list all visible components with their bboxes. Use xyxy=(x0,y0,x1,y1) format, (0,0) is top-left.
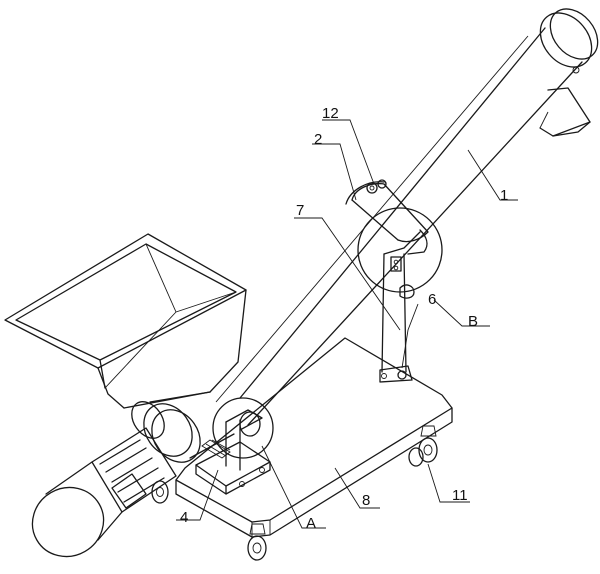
caster-wheels xyxy=(151,425,438,561)
discharge-outlet xyxy=(539,87,591,137)
callout-b: B xyxy=(468,313,479,330)
callout-4: 4 xyxy=(180,509,189,526)
top-flange xyxy=(539,8,599,74)
callout-6: 6 xyxy=(428,291,437,308)
conveyor-tube xyxy=(215,27,583,426)
leader-lines xyxy=(176,119,518,529)
callout-a: A xyxy=(306,515,317,532)
drive-motor xyxy=(31,427,177,558)
screw-housing xyxy=(131,391,235,463)
callout-7: 7 xyxy=(296,202,305,219)
detail-circle-b xyxy=(357,207,443,293)
callout-12: 12 xyxy=(322,105,339,122)
callout-1: 1 xyxy=(500,187,509,204)
feed-hopper xyxy=(4,233,247,409)
callout-2: 2 xyxy=(314,131,323,148)
cart-base xyxy=(175,337,453,538)
bearing-support xyxy=(195,397,274,495)
callout-11: 11 xyxy=(452,487,468,504)
support-strut xyxy=(379,231,421,383)
callout-8: 8 xyxy=(362,492,371,509)
